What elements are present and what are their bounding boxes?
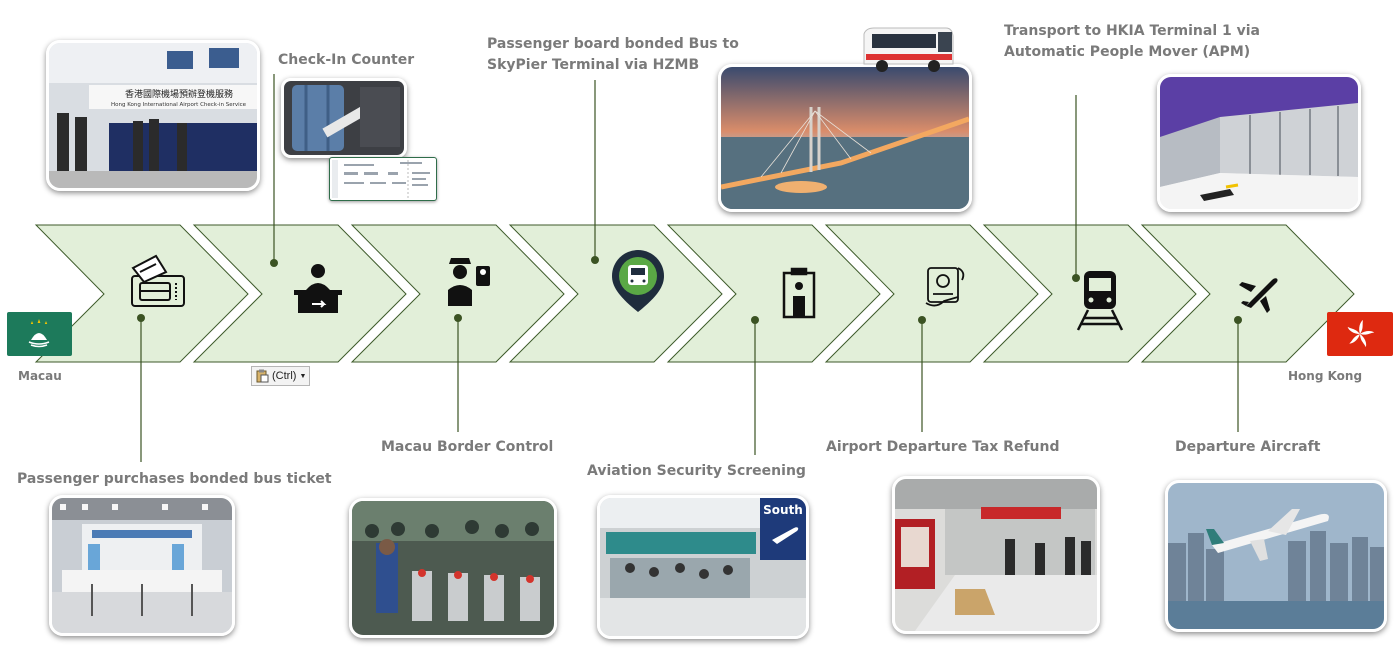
step-label-apm-line1: Transport to HKIA Terminal 1 via — [1004, 23, 1260, 39]
step-label-board-bus-line2: SkyPier Terminal via HZMB — [487, 57, 700, 73]
step-label-apm: Transport to HKIA Terminal 1 via Automat… — [1004, 21, 1260, 63]
airplane-icon — [1239, 278, 1278, 313]
origin-label: Macau — [18, 369, 62, 383]
bus-photo — [858, 26, 956, 74]
paste-options-label: (Ctrl) — [272, 370, 297, 382]
south-sign-plane-icon — [772, 527, 799, 544]
connector-dots — [137, 256, 1242, 324]
departing-aircraft-photo — [1165, 480, 1387, 632]
bus-ticket-icon — [131, 254, 185, 307]
aircraft-shape — [1206, 509, 1329, 561]
bus-location-pin-icon — [612, 250, 664, 312]
chevron-5 — [666, 224, 881, 363]
chevron-8 — [1140, 224, 1355, 363]
step-label-security: Aviation Security Screening — [587, 463, 806, 479]
check-in-sign-en: Hong Kong International Airport Check-in… — [111, 102, 247, 108]
tax-refund-counter-photo — [892, 476, 1100, 634]
macau-flag — [7, 312, 72, 356]
check-in-counter-icon — [294, 264, 342, 313]
hzmb-bridge-photo — [718, 64, 972, 212]
check-in-hall-photo: 香港國際機場預辦登機服務 Hong Kong International Air… — [46, 40, 260, 191]
tax-refund-icon — [925, 267, 965, 307]
security-screening-photo: South — [597, 495, 809, 639]
chevron-6 — [824, 224, 1039, 363]
step-label-check-in: Check-In Counter — [278, 52, 415, 68]
step-label-apm-line2: Automatic People Mover (APM) — [1004, 44, 1251, 60]
border-control-photo — [349, 498, 557, 638]
chevron-down-icon: ▼ — [299, 372, 307, 380]
security-scanner-icon — [782, 267, 816, 319]
apm-platform-photo — [1157, 74, 1361, 212]
train-icon — [1076, 271, 1124, 331]
connector-lines — [140, 74, 1239, 462]
step-label-tax-refund: Airport Departure Tax Refund — [826, 439, 1060, 455]
south-sign-text: South — [763, 503, 803, 517]
step-label-border-control: Macau Border Control — [381, 439, 554, 455]
chevron-row — [34, 224, 1355, 363]
clipboard-icon — [256, 369, 269, 383]
luggage-tag-photo — [281, 78, 407, 158]
step-label-board-bus: Passenger board bonded Bus to SkyPier Te… — [487, 34, 739, 76]
ticket-counter-photo — [49, 495, 235, 636]
chevron-1 — [34, 224, 249, 363]
step-label-board-bus-line1: Passenger board bonded Bus to — [487, 36, 739, 52]
step-label-purchase-ticket: Passenger purchases bonded bus ticket — [17, 471, 332, 487]
hong-kong-flag — [1327, 312, 1393, 356]
step-label-departure: Departure Aircraft — [1175, 439, 1321, 455]
boarding-pass-photo — [329, 157, 437, 201]
destination-label: Hong Kong — [1288, 369, 1363, 383]
chevron-4 — [508, 224, 723, 363]
border-officer-icon — [448, 258, 490, 306]
paste-options-button[interactable]: (Ctrl) ▼ — [251, 366, 310, 386]
check-in-sign-zh: 香港國際機場預辦登機服務 — [125, 88, 233, 100]
